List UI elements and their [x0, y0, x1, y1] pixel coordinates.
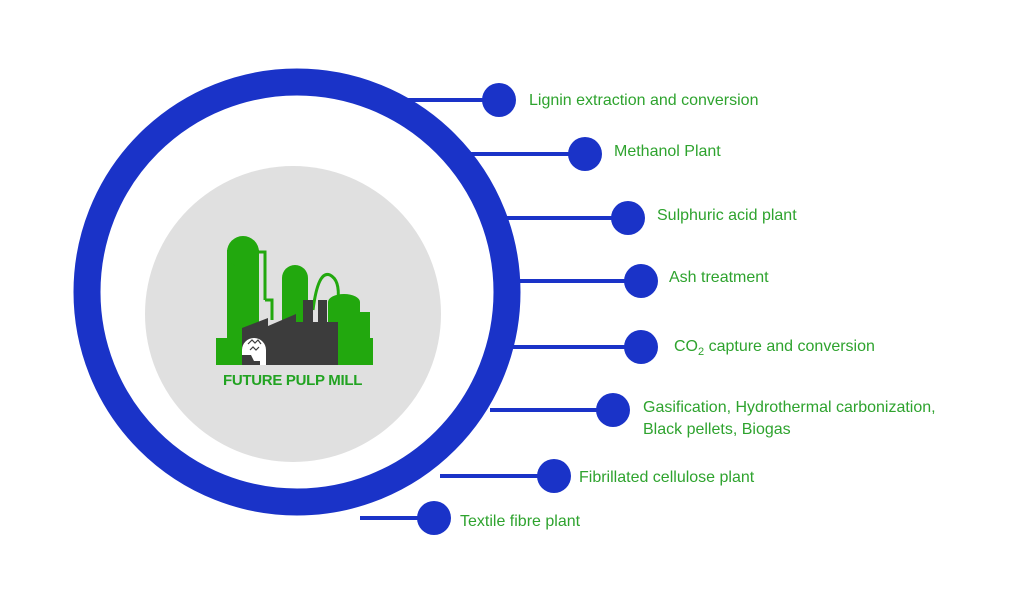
- label-textile: Textile fibre plant: [460, 513, 581, 530]
- label-lignin: Lignin extraction and conversion: [529, 92, 759, 109]
- node-gasification[interactable]: [596, 393, 630, 427]
- label-methanol: Methanol Plant: [614, 143, 721, 160]
- branch-nodes: [417, 83, 658, 535]
- label-co2-suffix: capture and conversion: [704, 338, 875, 355]
- label-co2: CO2 capture and conversion: [674, 336, 875, 358]
- label-gasification: Gasification, Hydrothermal carbonization…: [643, 397, 936, 441]
- node-co2[interactable]: [624, 330, 658, 364]
- node-ash[interactable]: [624, 264, 658, 298]
- label-sulphuric: Sulphuric acid plant: [657, 207, 797, 224]
- brain-head-icon: [242, 338, 266, 365]
- label-ash: Ash treatment: [669, 269, 769, 286]
- node-lignin[interactable]: [482, 83, 516, 117]
- node-sulphuric[interactable]: [611, 201, 645, 235]
- mill-title: FUTURE PULP MILL: [223, 372, 363, 389]
- label-gasification-line1: Gasification, Hydrothermal carbonization…: [643, 399, 936, 416]
- label-fibrillated: Fibrillated cellulose plant: [579, 469, 755, 486]
- outer-ring: [73, 68, 521, 516]
- label-co2-subscript: 2: [698, 346, 705, 359]
- label-co2-prefix: CO: [674, 338, 698, 355]
- node-fibrillated[interactable]: [537, 459, 571, 493]
- label-gasification-line2: Black pellets, Biogas: [643, 421, 791, 438]
- factory-icon: [216, 236, 373, 365]
- node-textile[interactable]: [417, 501, 451, 535]
- node-methanol[interactable]: [568, 137, 602, 171]
